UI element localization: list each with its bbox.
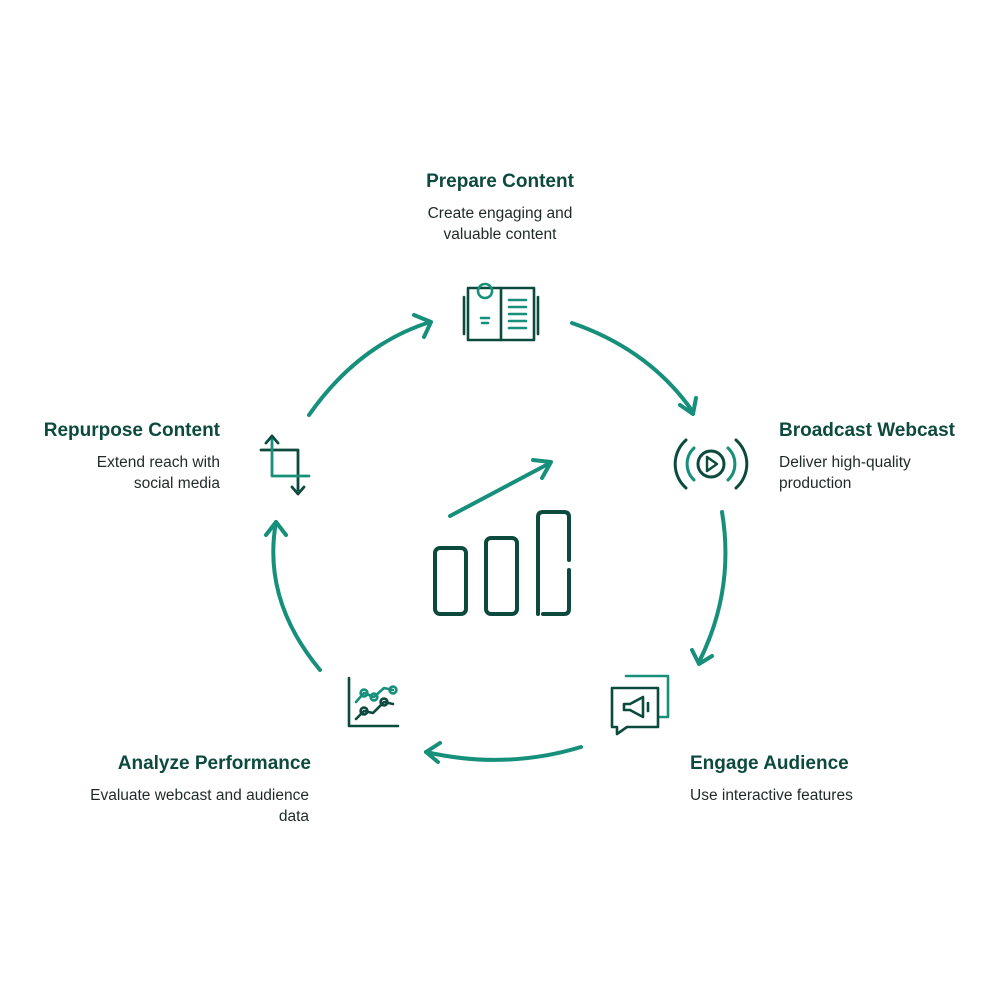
stage-description: Use interactive features xyxy=(690,785,950,806)
stage-description-line: Create engaging and xyxy=(427,205,573,222)
stage-description-line: Evaluate webcast and audience xyxy=(90,787,309,804)
arrow-prepare-to-broadcast xyxy=(570,321,698,416)
stage-description-line: social media xyxy=(133,475,220,492)
broadcast-play-icon xyxy=(673,438,749,490)
arrow-analyze-to-repurpose xyxy=(264,520,322,672)
stage-description: Evaluate webcast and audience data xyxy=(40,785,311,827)
stage-description-line: data xyxy=(278,808,309,825)
stage-title: Analyze Performance xyxy=(117,753,311,774)
cycle-arrows xyxy=(264,313,728,764)
stage-description: Extend reach with social media xyxy=(10,452,220,494)
stage-description: Deliver high-quality production xyxy=(779,452,989,494)
stage-title: Repurpose Content xyxy=(43,420,220,441)
stage-description-line: production xyxy=(779,475,852,492)
stage-title: Prepare Content xyxy=(426,171,574,192)
stage-description-line: valuable content xyxy=(443,226,557,243)
open-book-lightbulb-icon xyxy=(462,282,540,342)
arrow-engage-to-analyze xyxy=(424,741,583,764)
stage-repurpose-content: Repurpose Content Extend reach with soci… xyxy=(10,419,220,494)
stage-title: Broadcast Webcast xyxy=(779,420,955,441)
stage-title: Engage Audience xyxy=(690,753,849,774)
line-chart-icon xyxy=(347,676,400,728)
stage-broadcast-webcast: Broadcast Webcast Deliver high-quality p… xyxy=(779,419,989,494)
stage-engage-audience: Engage Audience Use interactive features xyxy=(690,752,950,806)
arrow-broadcast-to-engage xyxy=(690,510,728,666)
stage-prepare-content: Prepare Content Create engaging and valu… xyxy=(350,170,650,245)
stage-description-line: Use interactive features xyxy=(690,787,853,804)
stage-description-line: Extend reach with xyxy=(96,454,220,471)
stage-description: Create engaging and valuable content xyxy=(350,203,650,245)
arrow-repurpose-to-prepare xyxy=(307,313,433,417)
crop-arrows-icon xyxy=(259,434,311,496)
megaphone-chat-icon xyxy=(610,674,670,736)
stage-analyze-performance: Analyze Performance Evaluate webcast and… xyxy=(40,752,311,827)
bar-chart-growth-icon xyxy=(433,458,571,616)
stage-description-line: Deliver high-quality xyxy=(779,454,911,471)
